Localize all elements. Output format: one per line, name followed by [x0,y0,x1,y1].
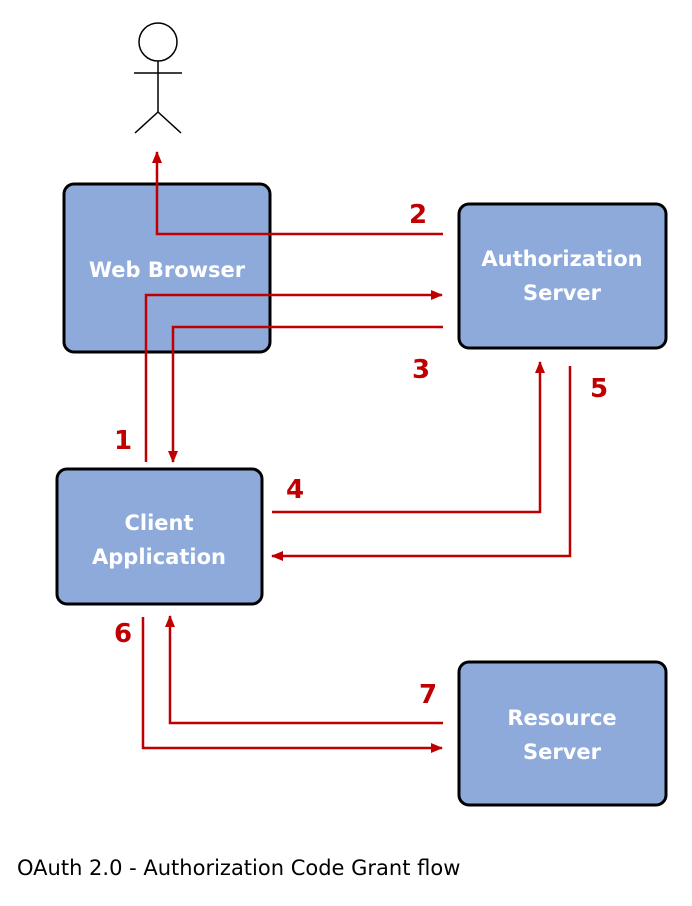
diagram-caption: OAuth 2.0 - Authorization Code Grant flo… [17,856,461,880]
resource-server-box: Resource Server [457,660,668,807]
client-application-label-line2: Application [92,545,226,569]
step-number-7: 7 [419,680,437,710]
resource-server-label-line1: Resource [507,706,616,730]
step-number-6: 6 [114,619,132,649]
client-application-box: Client Application [55,467,264,606]
flow-arrow-7-resource-server-to-client [165,615,443,725]
flow-arrow-3-auth-server-to-client [168,325,443,463]
web-browser-box: Web Browser [62,182,272,354]
step-number-3: 3 [412,355,430,385]
step-number-2: 2 [409,200,427,230]
resource-server-label-line2: Server [523,740,602,764]
authorization-server-box: Authorization Server [457,202,668,350]
authorization-server-label-line1: Authorization [481,247,642,271]
client-application-label-line1: Client [124,511,193,535]
flow-arrow-4-client-to-auth-server [272,361,545,514]
step-number-4: 4 [286,475,304,505]
flow-arrow-5-auth-server-to-client [271,366,572,561]
flow-arrow-1-client-to-auth-server [144,290,443,462]
flow-arrow-6-client-to-resource-server [141,617,443,753]
authorization-server-label-line2: Server [523,281,602,305]
flow-arrow-2-auth-server-to-user [152,151,443,236]
web-browser-label: Web Browser [89,258,246,282]
step-number-5: 5 [590,374,608,404]
user-actor-icon [134,22,182,134]
step-number-1: 1 [114,426,132,456]
